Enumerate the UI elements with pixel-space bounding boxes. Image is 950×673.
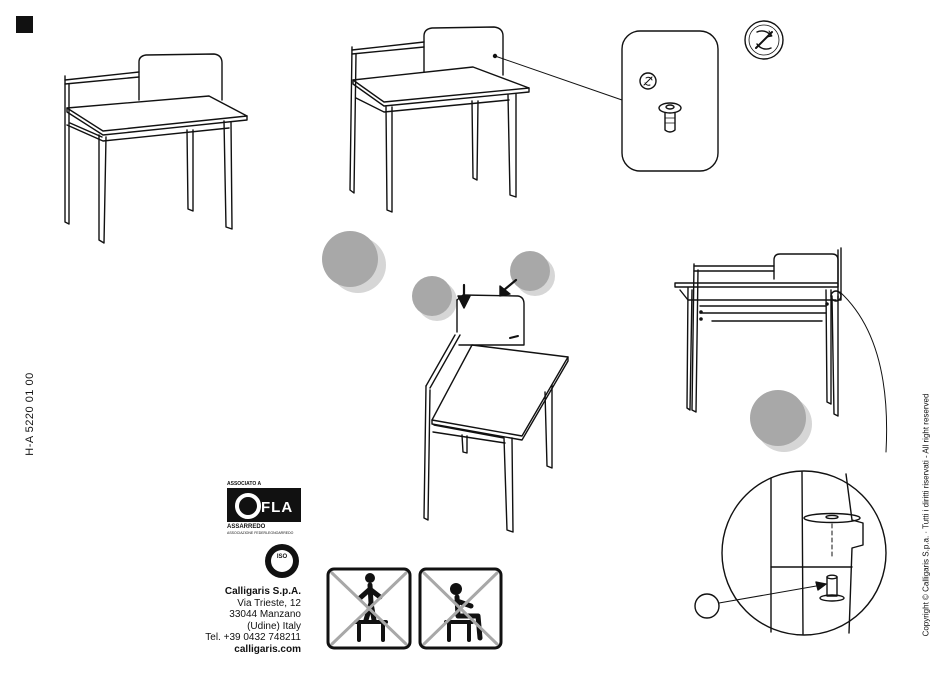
association-mark-box: FLA [227,488,301,522]
step-circle-d [750,390,812,452]
do-not-sit-on-desk-icon [420,569,501,648]
do-not-stand-on-desk-icon [328,569,410,648]
association-logo: ASSOCIATO A FLA ASSARREDO ASSOCIAZIONE F… [227,481,301,537]
association-subtitle: ASSOCIAZIONE FEDERLEGNOARREDO [227,531,293,535]
screwdriver-rotate-icon [745,21,783,59]
company-name: Calligaris S.p.A. [180,586,301,598]
association-top-label: ASSOCIATO A [227,481,261,487]
company-website[interactable]: calligaris.com [180,644,301,656]
step-circle-b [412,276,457,321]
company-city: 33044 Manzano [180,609,301,621]
desk-view-front [65,54,247,243]
copyright-notice: Copyright © Calligaris S.p.a. · Tutti i … [922,394,931,637]
company-street: Via Trieste, 12 [180,598,301,610]
association-ring-icon [235,493,261,519]
desk-view-callout [350,27,718,212]
company-address: Calligaris S.p.A. Via Trieste, 12 33044 … [180,586,301,656]
iso-certification-seal: ISO [265,544,299,578]
iso-mark: ISO [265,554,299,560]
section-marker [16,16,33,33]
step-circle-c [510,251,555,296]
company-phone: Tel. +39 0432 748211 [180,632,301,644]
association-name: ASSARREDO [227,524,265,530]
association-mark: FLA [261,499,293,516]
document-code: H-A 5220 01 00 [24,372,36,455]
company-region: (Udine) Italy [180,621,301,633]
step-circle-a [322,231,386,293]
